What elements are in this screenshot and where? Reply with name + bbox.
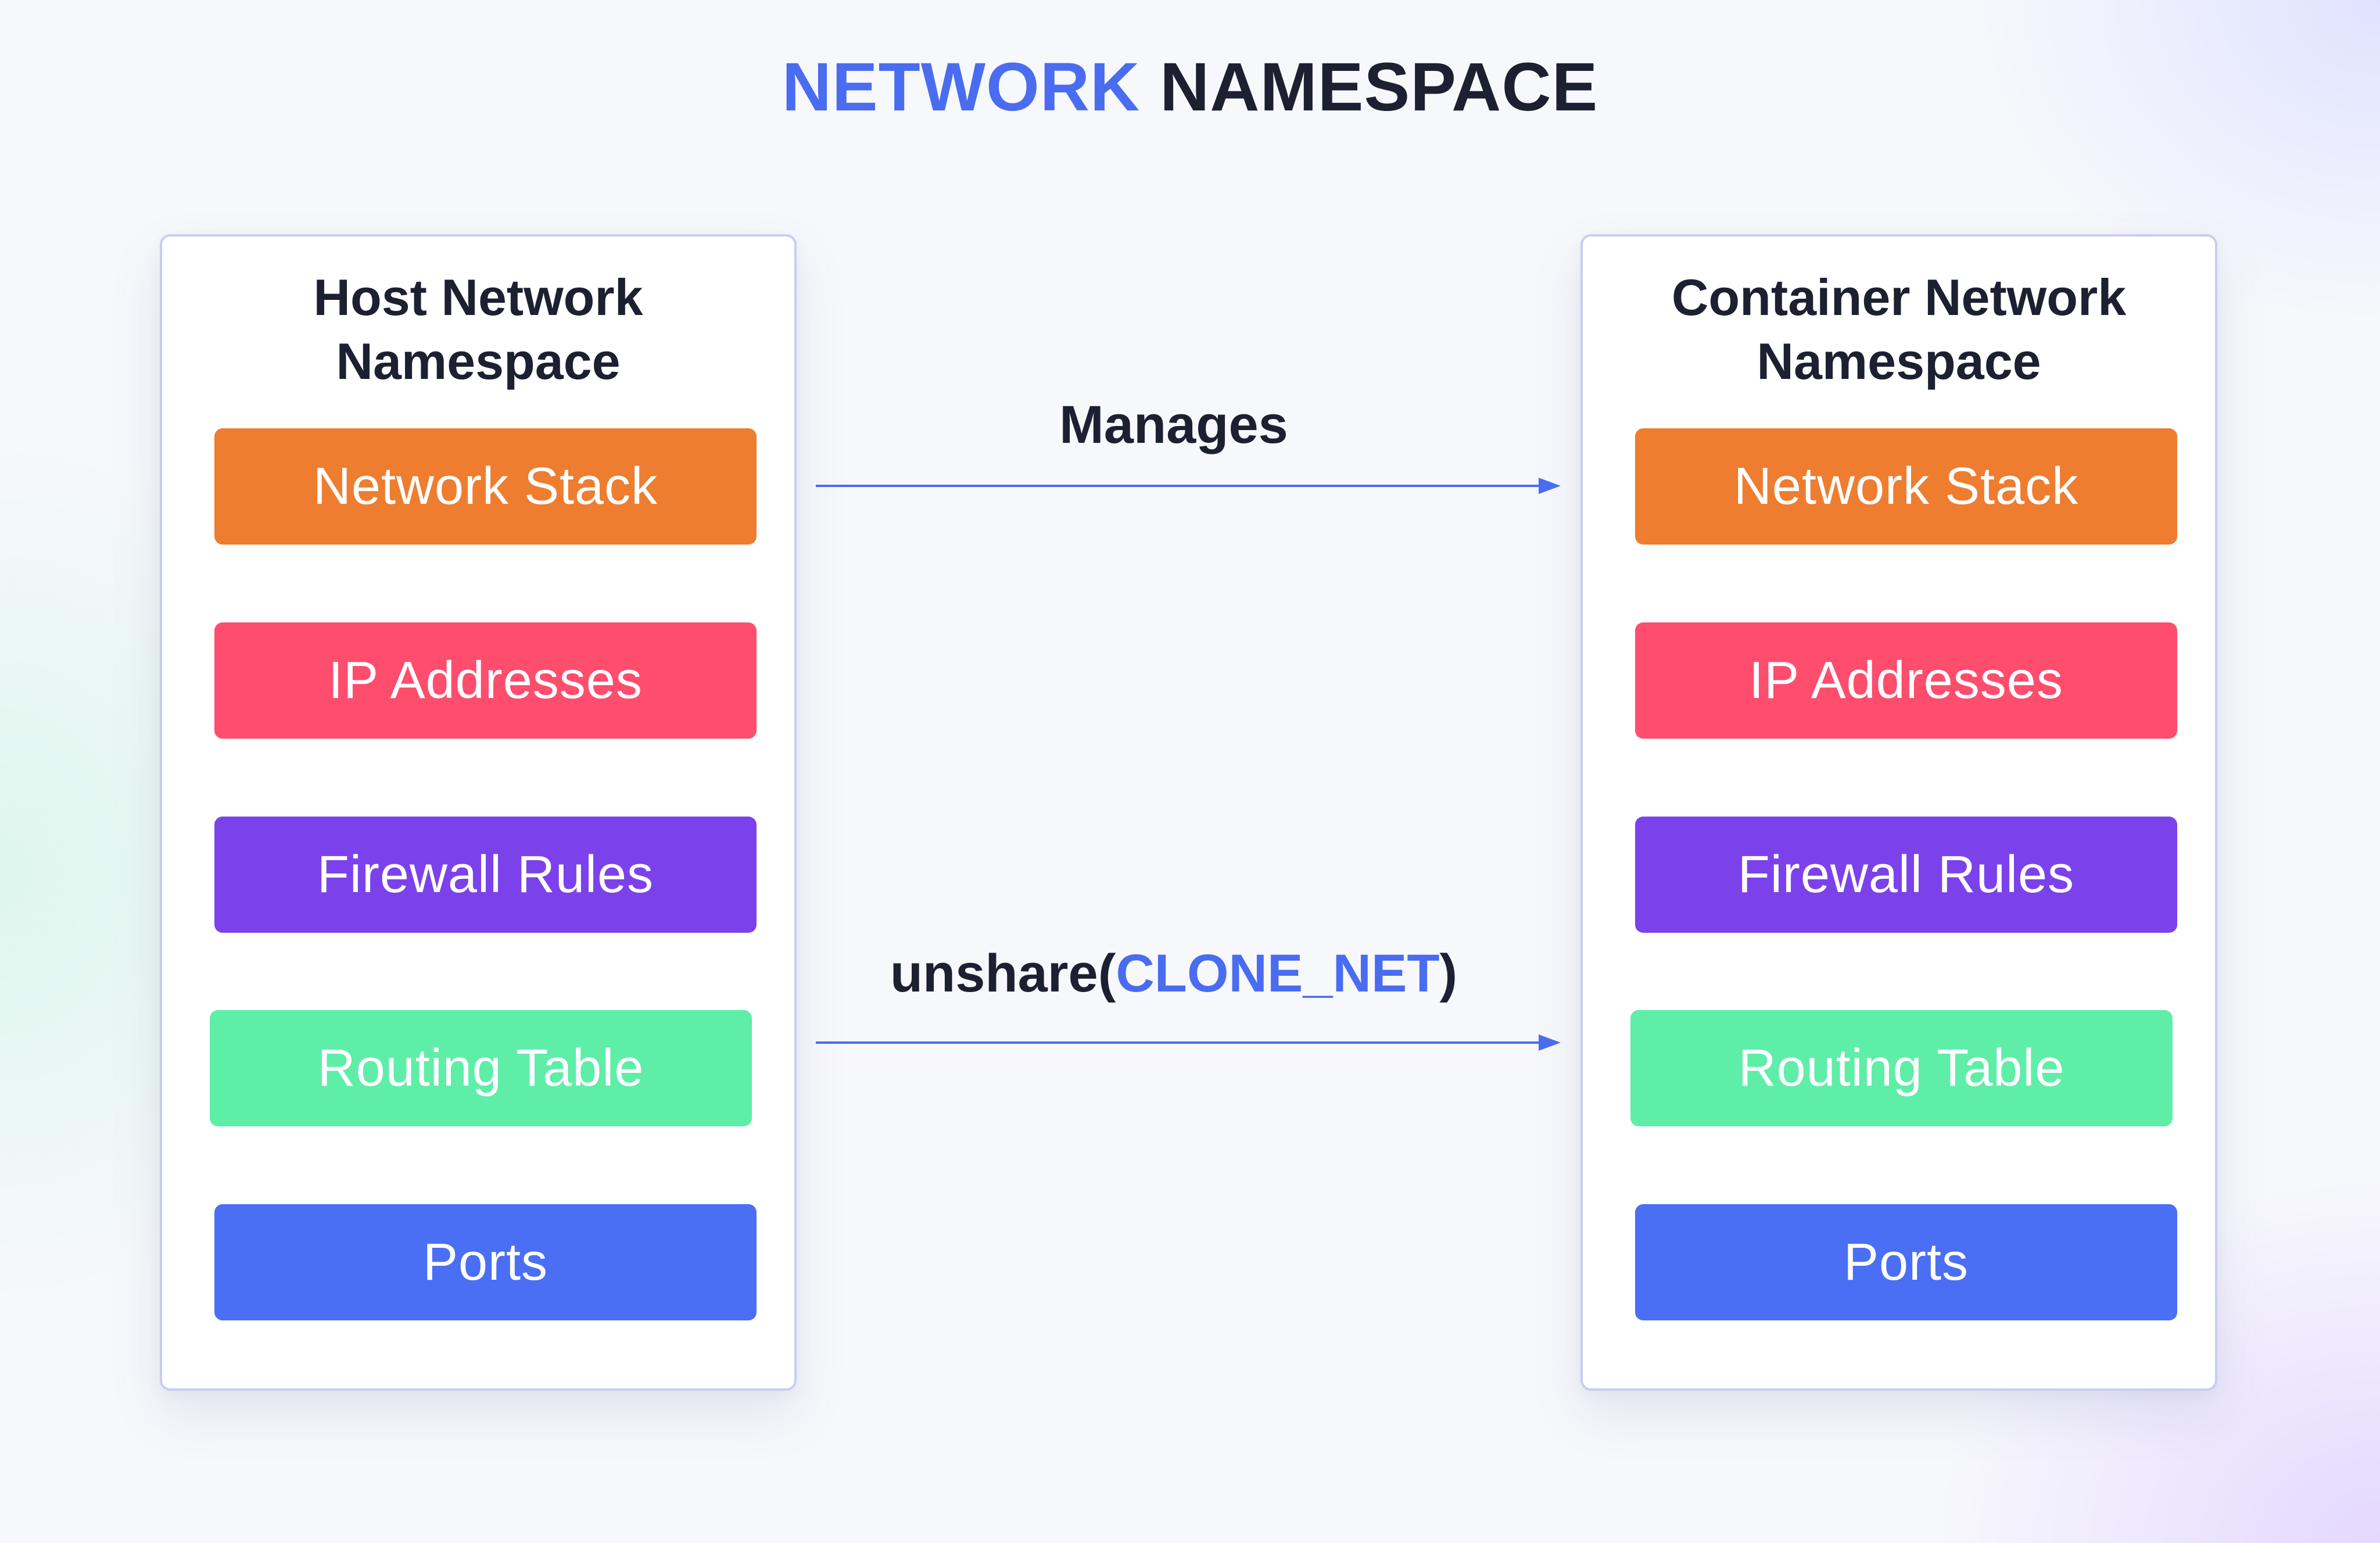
host-routing-table-block: Routing Table	[210, 1010, 752, 1126]
container-ports-block: Ports	[1635, 1204, 2177, 1320]
container-firewall-rules-block: Firewall Rules	[1635, 817, 2177, 933]
container-namespace-title: Container Network Namespace	[1671, 268, 2127, 390]
diagram-title: NETWORK NAMESPACE	[0, 41, 2380, 134]
unshare-prefix: unshare(	[890, 944, 1116, 1003]
unshare-suffix: )	[1439, 944, 1458, 1003]
host-firewall-rules-block: Firewall Rules	[214, 817, 757, 933]
host-namespace-panel: Host Network Namespace Network Stack IP …	[160, 234, 797, 1391]
container-routing-table-block: Routing Table	[1630, 1010, 2173, 1126]
container-ip-addresses-block: IP Addresses	[1635, 622, 2177, 739]
container-network-stack-block: Network Stack	[1635, 428, 2177, 545]
host-namespace-title: Host Network Namespace	[313, 268, 643, 390]
unshare-label: unshare(CLONE_NET)	[813, 939, 1534, 1008]
host-ip-addresses-block: IP Addresses	[214, 622, 757, 739]
title-accent-word: NETWORK	[782, 49, 1141, 126]
host-ports-block: Ports	[214, 1204, 757, 1320]
host-network-stack-block: Network Stack	[214, 428, 757, 545]
container-namespace-panel: Container Network Namespace Network Stac…	[1580, 234, 2217, 1391]
title-rest: NAMESPACE	[1160, 49, 1598, 126]
unshare-arrow	[816, 1034, 1561, 1051]
manages-label: Manages	[1059, 395, 1288, 454]
manages-arrow	[816, 478, 1561, 494]
clone-net-flag: CLONE_NET	[1116, 944, 1440, 1003]
